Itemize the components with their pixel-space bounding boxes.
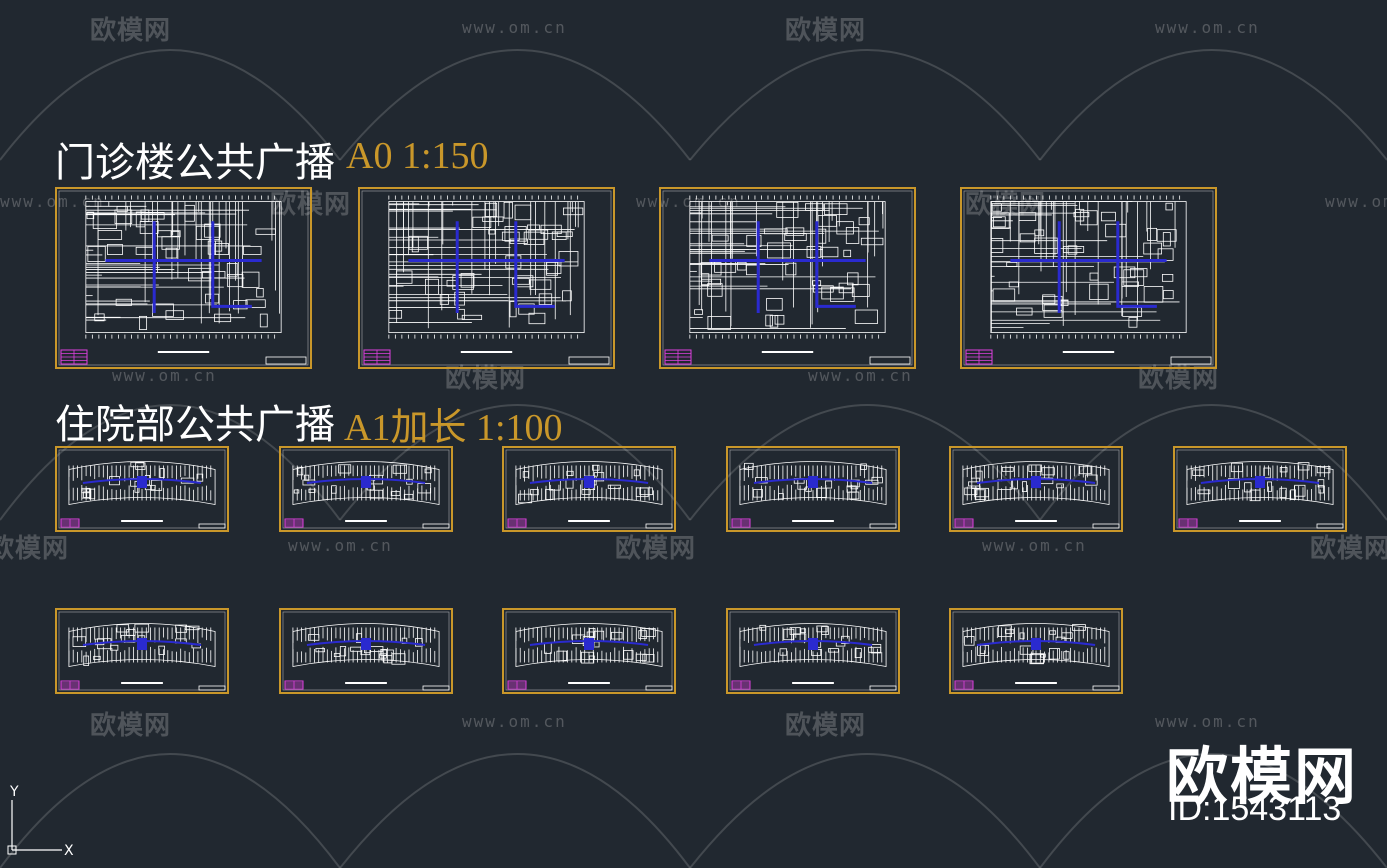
outpatient-sheet-2-svg bbox=[358, 187, 615, 369]
watermark-brand: 欧模网 bbox=[785, 16, 867, 46]
watermark-brand: 欧模网 bbox=[90, 16, 172, 46]
section-title-inpatient: 住院部公共广播 bbox=[55, 402, 335, 448]
section-scale-outpatient: A0 1:150 bbox=[346, 135, 489, 177]
ucs-y-label: Y bbox=[9, 784, 19, 800]
outpatient-sheet-4 bbox=[960, 187, 1217, 369]
outpatient-sheet-3 bbox=[659, 187, 916, 369]
inpatient-sheet-3 bbox=[502, 446, 676, 532]
inpatient-sheet-10 bbox=[726, 608, 900, 694]
watermark-brand: 欧模网 bbox=[1310, 534, 1387, 564]
watermark-url: www.om.cn bbox=[288, 536, 393, 555]
watermark-url: www.om.cn bbox=[1325, 192, 1387, 211]
inpatient-sheet-8 bbox=[279, 608, 453, 694]
inpatient-sheet-7-svg bbox=[55, 608, 229, 694]
watermark-url: www.om.cn bbox=[462, 18, 567, 37]
watermark-url: www.om.cn bbox=[982, 536, 1087, 555]
brand-logo: 欧模网 bbox=[1166, 740, 1359, 813]
watermark-brand: 欧模网 bbox=[90, 711, 172, 741]
inpatient-sheet-4 bbox=[726, 446, 900, 532]
outpatient-sheet-4-svg bbox=[960, 187, 1217, 369]
watermark-brand: 欧模网 bbox=[0, 534, 70, 564]
watermark-brand: 欧模网 bbox=[615, 534, 697, 564]
inpatient-sheet-4-svg bbox=[726, 446, 900, 532]
outpatient-sheet-3-svg bbox=[659, 187, 916, 369]
watermark-url: www.om.cn bbox=[1155, 18, 1260, 37]
outpatient-sheet-1 bbox=[55, 187, 312, 369]
inpatient-sheet-5 bbox=[949, 446, 1123, 532]
outpatient-sheet-2 bbox=[358, 187, 615, 369]
ucs-x-label: X bbox=[64, 843, 74, 859]
section-title-outpatient: 门诊楼公共广播 bbox=[55, 140, 335, 186]
inpatient-sheet-11 bbox=[949, 608, 1123, 694]
inpatient-sheet-2 bbox=[279, 446, 453, 532]
inpatient-sheet-8-svg bbox=[279, 608, 453, 694]
inpatient-sheet-9 bbox=[502, 608, 676, 694]
inpatient-sheet-10-svg bbox=[726, 608, 900, 694]
inpatient-sheet-1-svg bbox=[55, 446, 229, 532]
inpatient-sheet-9-svg bbox=[502, 608, 676, 694]
inpatient-sheet-2-svg bbox=[279, 446, 453, 532]
inpatient-sheet-5-svg bbox=[949, 446, 1123, 532]
brand-id: ID:1543113 bbox=[1168, 790, 1342, 828]
inpatient-sheet-7 bbox=[55, 608, 229, 694]
watermark-brand: 欧模网 bbox=[785, 711, 867, 741]
inpatient-sheet-11-svg bbox=[949, 608, 1123, 694]
inpatient-sheet-3-svg bbox=[502, 446, 676, 532]
section-scale-inpatient: A1加长 1:100 bbox=[344, 407, 563, 449]
inpatient-sheet-6-svg bbox=[1173, 446, 1347, 532]
inpatient-sheet-1 bbox=[55, 446, 229, 532]
ucs-axis-icon: Y X bbox=[7, 784, 74, 859]
inpatient-sheet-6 bbox=[1173, 446, 1347, 532]
watermark-url: www.om.cn bbox=[462, 712, 567, 731]
outpatient-sheet-1-svg bbox=[55, 187, 312, 369]
